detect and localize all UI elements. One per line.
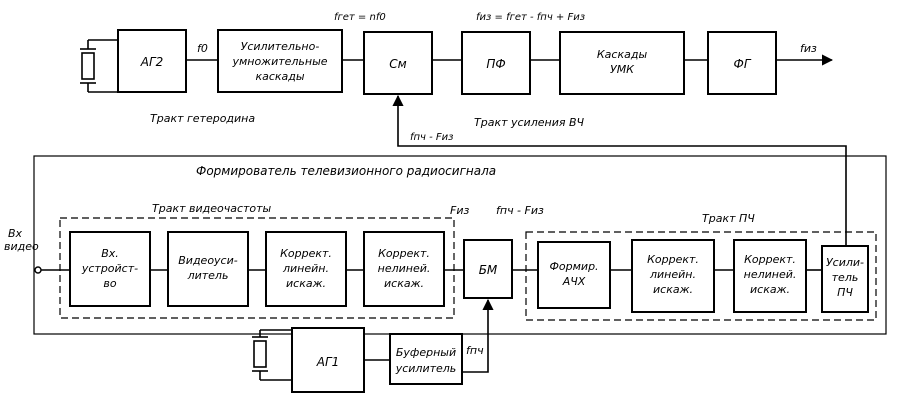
umk-line2: УМК [610,63,635,76]
if-nonlinear-correction-block [733,239,807,313]
linear-correction-block [265,231,347,307]
nonlinear-correction-line3: искаж. [384,277,424,290]
if-linear-correction-line1: Коррект. [647,253,699,266]
if-amplifier-line1: Усили- [826,256,864,269]
if-linear-correction-line2: линейн. [649,268,696,281]
if-path-label: Тракт ПЧ [702,212,755,225]
video-input-label-2: видео [4,240,39,253]
mixer-label: См [389,57,406,71]
feedback-line [392,94,847,246]
ag2-label: АГ2 [140,55,164,69]
fpch-fiz-label: fпч - Fиз [496,204,544,217]
if-nonlinear-correction-line1: Коррект. [744,253,796,266]
if-nonlinear-correction-line3: искаж. [750,283,790,296]
mixer-block [363,31,433,95]
ag1-block [291,327,365,393]
input-device-block [69,231,151,307]
video-amplifier-line2: литель [187,269,229,282]
freq-response-block [537,241,611,309]
fiz-signal-label: Fиз [450,204,469,217]
nonlinear-correction-line2: нелиней. [378,262,431,275]
heterodyne-path-label: Тракт гетеродина [150,112,255,125]
input-device-line1: Вх. [101,247,119,260]
video-amplifier-line1: Видеоуси- [178,254,238,267]
video-path-frame [59,217,455,319]
linear-correction-line1: Коррект. [280,247,332,260]
if-amplifier-line2: тель [832,271,859,284]
if-path-frame [525,231,877,321]
pf-label: ПФ [486,57,505,71]
amp-mult-line2: умножительные [231,55,327,68]
buffer-line1: Буферный [396,346,456,359]
input-device-line3: во [103,277,116,290]
linear-correction-line3: искаж. [286,277,326,290]
if-nonlinear-correction-line2: нелиней. [744,268,797,281]
nonlinear-correction-block [363,231,445,307]
pf-block [461,31,531,95]
ag1-label: АГ1 [316,355,340,369]
fget-formula: fгет = nf0 [334,12,386,23]
linear-correction-line2: линейн. [282,262,329,275]
if-linear-correction-line3: искаж. [653,283,693,296]
buffer-line2: усилитель [395,362,457,375]
umk-block [559,31,685,95]
crystal-icon-ag2 [80,39,118,93]
if-linear-correction-block [631,239,715,313]
crystal-icon-ag1 [252,329,292,381]
if-amplifier-block [821,245,869,313]
fg-block [707,31,777,95]
if-amplifier-line3: ПЧ [837,286,853,299]
amp-mult-line1: Усилительно- [241,40,320,53]
video-path-label: Тракт видеочастоты [152,202,272,215]
amp-mult-block [217,29,343,93]
freq-response-line1: Формир. [549,260,598,273]
freq-response-line2: АЧХ [562,275,586,288]
ag2-block [117,29,187,93]
bm-label: БМ [479,263,498,277]
output-label: fиз [800,42,817,55]
frame-title: Формирователь телевизионного радиосигнал… [196,164,496,178]
fg-label: ФГ [733,57,751,71]
f0-label: f0 [197,42,208,55]
fiz-formula: fиз = fгет - fпч + Fиз [476,12,585,23]
fpch-label: fпч [466,344,484,357]
amp-mult-line3: каскады [255,70,304,83]
video-input-terminal [34,266,42,274]
nonlinear-correction-line1: Коррект. [378,247,430,260]
video-amplifier-block [167,231,249,307]
bm-block [463,239,513,299]
video-input-label-1: Вх [8,227,23,240]
fpch-arrow [462,298,494,373]
hf-path-label: Тракт усиления ВЧ [474,116,584,129]
feedback-label: fпч - Fиз [410,132,454,143]
buffer-amplifier-block [389,333,463,385]
input-device-line2: устройст- [81,262,138,275]
umk-line1: Каскады [597,48,648,61]
